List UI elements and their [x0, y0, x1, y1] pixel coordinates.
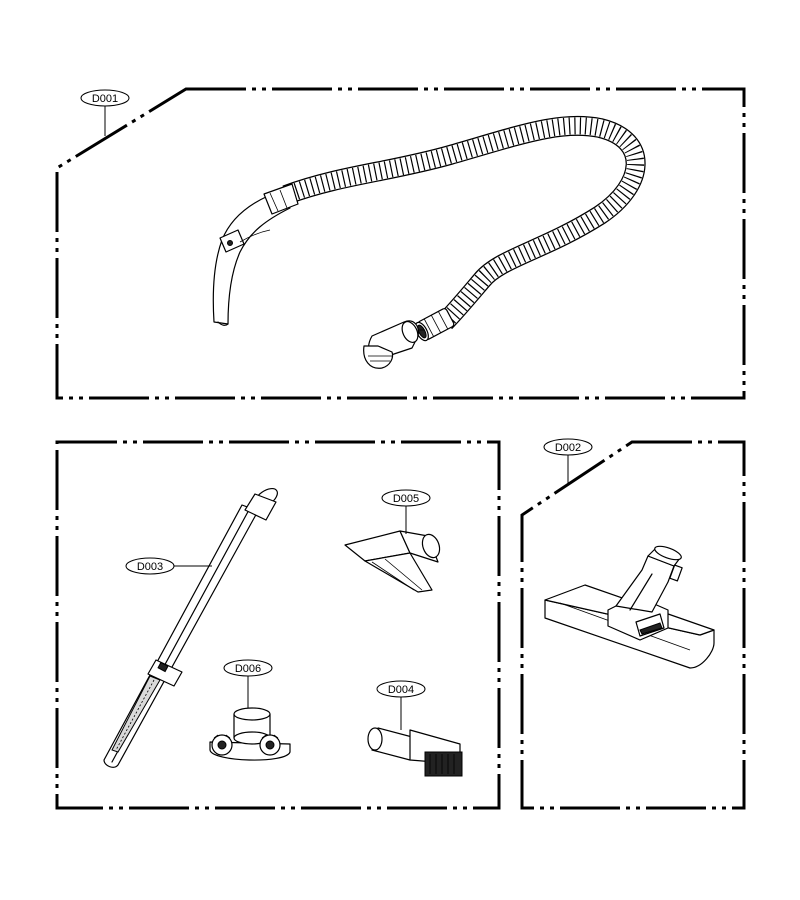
part-code-d006: D006	[235, 663, 261, 675]
callout-d005: D005	[381, 489, 431, 534]
floor-nozzle	[544, 545, 715, 669]
frame-floor-nozzle	[520, 440, 746, 810]
callout-d001: D001	[80, 89, 130, 136]
upholstery-nozzle	[344, 530, 441, 593]
callout-d003: D003	[125, 557, 212, 575]
part-code-d001: D001	[92, 93, 118, 105]
part-code-d003: D003	[137, 561, 163, 573]
telescopic-wand	[103, 487, 278, 768]
frame-hose-assembly	[55, 87, 746, 400]
part-code-d002: D002	[555, 442, 581, 454]
callout-d002: D002	[543, 438, 593, 486]
callout-d004: D004	[376, 680, 426, 730]
tool-holder-clip	[209, 707, 291, 761]
frame-accessories	[55, 440, 501, 810]
hose-assembly	[212, 115, 646, 369]
dusting-brush	[367, 727, 463, 777]
part-code-d004: D004	[388, 684, 414, 696]
callout-d006: D006	[223, 659, 273, 708]
part-code-d005: D005	[393, 493, 419, 505]
